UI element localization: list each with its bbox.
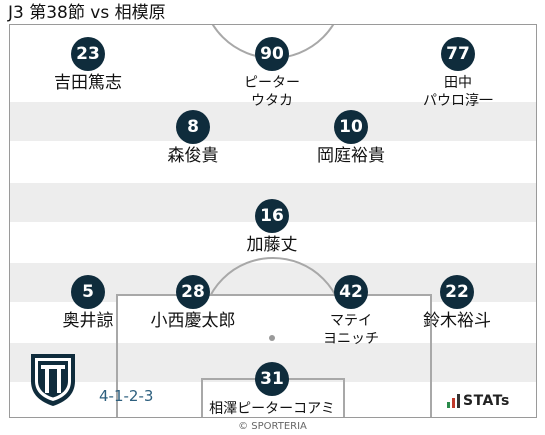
- formation-label: 4-1-2-3: [99, 387, 154, 405]
- player-card[interactable]: 42 マテイ ヨニッチ: [286, 275, 416, 348]
- player-name: 小西慶太郎: [150, 311, 236, 331]
- player-card[interactable]: 10 岡庭裕貴: [286, 110, 416, 166]
- player-name: 岡庭裕貴: [317, 146, 385, 166]
- player-card[interactable]: 22 鈴木裕斗: [392, 275, 522, 331]
- player-number-badge: 5: [71, 275, 105, 309]
- player-name: ピーター ウタカ: [244, 75, 300, 109]
- player-card[interactable]: 77 田中 パウロ淳一: [393, 37, 523, 110]
- player-number-badge: 31: [255, 362, 289, 396]
- player-number-badge: 23: [71, 37, 105, 71]
- player-name: 奥井諒: [62, 311, 114, 331]
- player-card[interactable]: 5 奥井諒: [23, 275, 153, 331]
- player-card[interactable]: 90 ピーター ウタカ: [207, 37, 337, 110]
- player-name: マテイ ヨニッチ: [323, 313, 379, 347]
- player-number-badge: 22: [440, 275, 474, 309]
- page-title: J3 第38節 vs 相模原: [8, 3, 166, 23]
- player-number-badge: 16: [255, 199, 289, 233]
- pitch-stripe: [10, 102, 536, 141]
- player-card[interactable]: 8 森俊貴: [128, 110, 258, 166]
- player-number-badge: 77: [441, 37, 475, 71]
- player-card[interactable]: 16 加藤丈: [207, 199, 337, 255]
- player-name: 吉田篤志: [54, 73, 122, 93]
- player-name: 相澤ピーターコアミ: [209, 401, 335, 417]
- player-number-badge: 42: [334, 275, 368, 309]
- player-number-badge: 28: [176, 275, 210, 309]
- copyright-credit: © SPORTERIA: [238, 421, 307, 432]
- player-card[interactable]: 31 相澤ピーターコアミ: [207, 362, 337, 418]
- stats-bars-icon: [447, 394, 460, 408]
- stats-logo-text: STATs: [463, 393, 510, 409]
- player-number-badge: 8: [176, 110, 210, 144]
- player-card[interactable]: 23 吉田篤志: [23, 37, 153, 93]
- player-card[interactable]: 28 小西慶太郎: [128, 275, 258, 331]
- player-name: 鈴木裕斗: [423, 311, 491, 331]
- penalty-spot: [269, 335, 275, 341]
- stats-logo: STATs: [447, 394, 510, 408]
- player-number-badge: 90: [255, 37, 289, 71]
- player-number-badge: 10: [334, 110, 368, 144]
- player-name: 田中 パウロ淳一: [423, 75, 493, 109]
- team-crest-icon: [31, 354, 75, 406]
- player-name: 加藤丈: [246, 235, 298, 255]
- player-name: 森俊貴: [167, 146, 219, 166]
